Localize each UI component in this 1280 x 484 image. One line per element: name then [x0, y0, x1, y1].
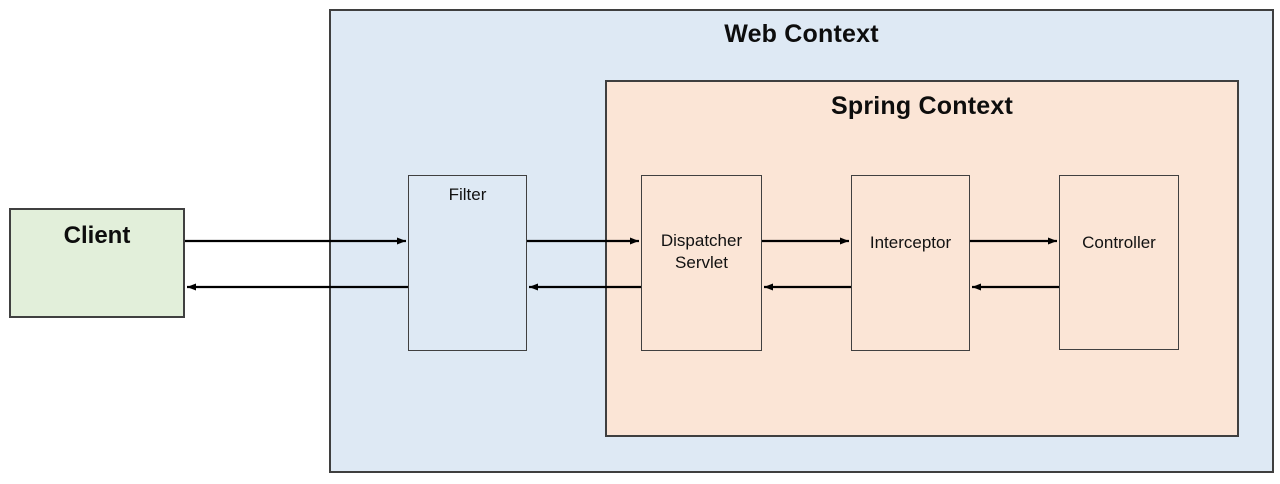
node-filter: Filter	[408, 175, 527, 351]
web-context-title: Web Context	[724, 20, 879, 48]
spring-context-title: Spring Context	[831, 92, 1013, 120]
node-client: Client	[9, 208, 185, 318]
node-controller: Controller	[1059, 175, 1179, 350]
node-interceptor: Interceptor	[851, 175, 970, 351]
node-dispatcher-servlet: Dispatcher Servlet	[641, 175, 762, 351]
